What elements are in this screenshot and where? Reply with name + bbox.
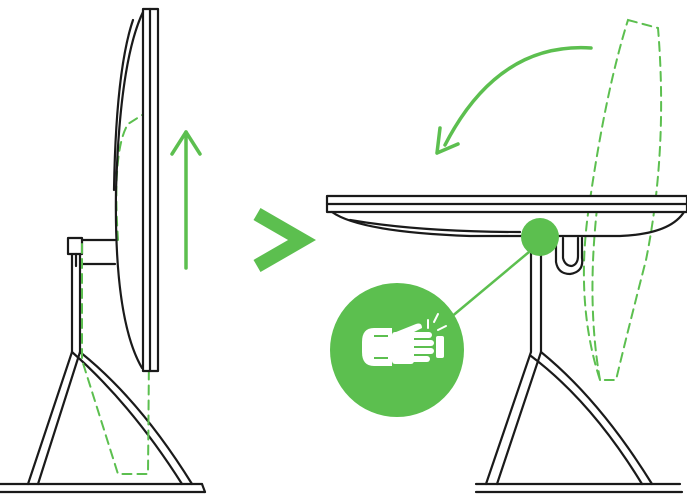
right-stand-leg (484, 244, 654, 486)
right-stand-base (474, 482, 684, 494)
right-monitor (325, 194, 687, 238)
right-monitor-ghost (582, 18, 663, 381)
up-arrow-icon (170, 130, 202, 270)
left-stand-base (0, 482, 207, 494)
left-panel (0, 7, 207, 494)
right-panel (325, 18, 687, 494)
left-hinge (66, 236, 117, 268)
curved-arrow-icon (435, 45, 593, 155)
callout-leader-line (443, 251, 530, 324)
chevron-right-icon (253, 207, 316, 273)
hand-press-icon (330, 283, 464, 417)
left-monitor (112, 7, 160, 373)
left-stand-leg (26, 244, 194, 486)
release-button-highlight (521, 218, 559, 256)
